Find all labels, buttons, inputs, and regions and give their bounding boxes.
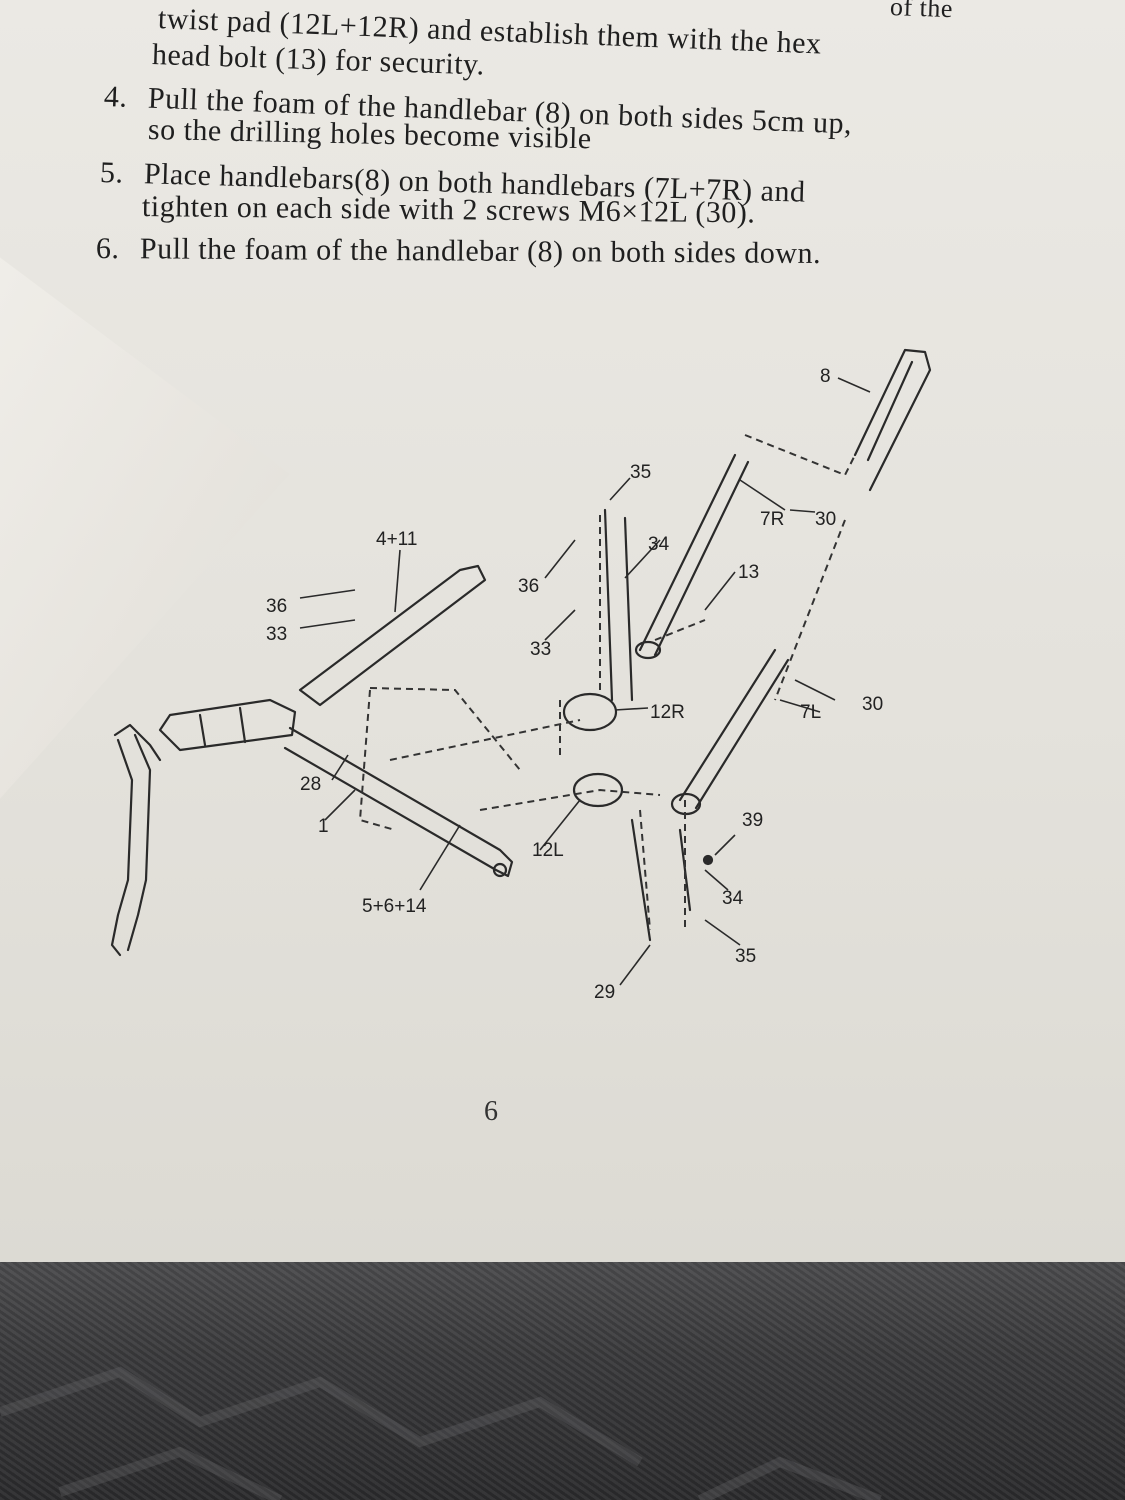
page-number: 6 bbox=[484, 1096, 498, 1127]
label-34-bottom: 34 bbox=[722, 888, 744, 909]
label-13: 13 bbox=[738, 562, 759, 583]
step-text: Pull the foam of the handlebar (8) on bo… bbox=[139, 232, 822, 271]
step-number: 5. bbox=[99, 156, 124, 190]
handlebar-7L bbox=[678, 648, 790, 810]
label-28: 28 bbox=[300, 774, 321, 795]
label-36-mid: 36 bbox=[518, 576, 539, 597]
label-30-right: 30 bbox=[862, 694, 883, 715]
label-35-bottom: 35 bbox=[735, 946, 756, 967]
label-5-6-14: 5+6+14 bbox=[362, 896, 427, 917]
handlebar-8 bbox=[853, 348, 932, 492]
label-30-top: 30 bbox=[815, 509, 836, 530]
step-6: 6. Pull the foam of the handlebar (8) on … bbox=[96, 232, 821, 271]
assembly-diagram: 8 35 7R 30 4+11 34 13 36 33 36 33 12R 7L… bbox=[110, 348, 932, 1003]
label-35-top: 35 bbox=[630, 462, 651, 483]
step-number: 4. bbox=[103, 80, 129, 114]
front-leg-part bbox=[126, 733, 152, 952]
fabric-texture bbox=[0, 1366, 882, 1500]
label-4-11: 4+11 bbox=[376, 529, 417, 550]
handlebar-7R bbox=[638, 453, 750, 657]
backrest-pad bbox=[298, 564, 487, 707]
twist-pad-12R bbox=[562, 692, 618, 732]
label-36-left: 36 bbox=[266, 596, 287, 617]
roller-pad bbox=[158, 698, 297, 752]
label-12R: 12R bbox=[650, 702, 685, 723]
partial-text-top: of the bbox=[889, 0, 954, 24]
instruction-page: of the twist pad (12L+12R) and establish… bbox=[0, 0, 1125, 1270]
label-39: 39 bbox=[742, 810, 763, 831]
label-33-mid: 33 bbox=[530, 639, 551, 660]
step-5-line2: tighten on each side with 2 screws M6×12… bbox=[141, 190, 756, 230]
label-33-left: 33 bbox=[266, 624, 287, 645]
label-7R: 7R bbox=[760, 509, 784, 530]
label-12L: 12L bbox=[532, 840, 564, 861]
step-number: 6. bbox=[95, 232, 120, 266]
label-29: 29 bbox=[594, 982, 615, 1003]
label-7L: 7L bbox=[800, 702, 821, 723]
twist-pad-12L bbox=[572, 772, 624, 808]
main-rail bbox=[283, 726, 514, 878]
label-34-top: 34 bbox=[648, 534, 670, 555]
center-upright bbox=[603, 508, 634, 702]
fabric-background bbox=[0, 1262, 1125, 1500]
label-8: 8 bbox=[820, 366, 831, 387]
label-1: 1 bbox=[318, 816, 329, 837]
front-leg-part bbox=[110, 738, 134, 957]
